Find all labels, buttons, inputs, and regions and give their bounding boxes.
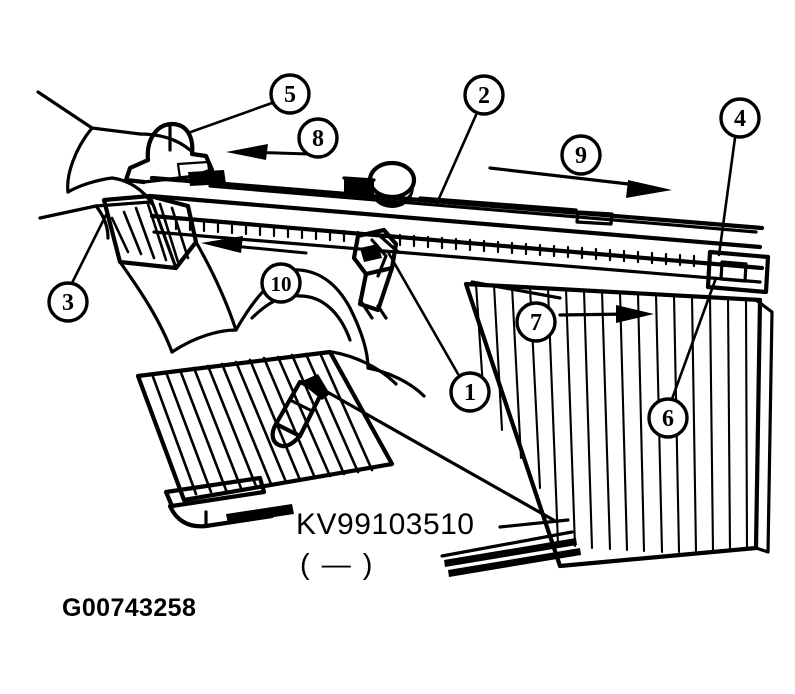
center-slider-clamp — [351, 227, 400, 320]
tool-part-number-label: KV99103510 — [296, 508, 475, 541]
callout-6[interactable]: 6 — [647, 397, 689, 439]
radiator-core-left-fins — [150, 351, 374, 496]
tool-part-suffix-label: ( — ) — [300, 549, 374, 581]
leader-3 — [70, 213, 108, 285]
arrow-7-right — [558, 305, 654, 323]
callout-10-label: 10 — [271, 272, 292, 296]
leader-1 — [386, 250, 460, 376]
callout-1-label: 1 — [464, 380, 476, 406]
callout-7[interactable]: 7 — [515, 301, 557, 343]
leader-4 — [717, 136, 737, 257]
callout-4[interactable]: 4 — [719, 97, 761, 139]
callout-2[interactable]: 2 — [463, 74, 505, 116]
part-number-pointers — [320, 387, 581, 577]
blade-tool-tip — [270, 374, 330, 449]
rail-round-knob — [342, 160, 417, 208]
arrow-8-left — [226, 144, 311, 160]
arrow-9-right — [488, 166, 672, 198]
leader-2 — [435, 113, 478, 205]
callout-3[interactable]: 3 — [47, 281, 89, 323]
callout-5[interactable]: 5 — [269, 73, 311, 115]
left-shroud-outline — [36, 90, 192, 240]
callout-8[interactable]: 8 — [297, 117, 339, 159]
radiator-core-right-edge — [754, 298, 774, 554]
callout-9-label: 9 — [575, 143, 587, 169]
upper-hook-clamp — [123, 121, 226, 186]
direction-arrows-group — [201, 144, 672, 323]
callouts-group: 1 2 3 4 5 6 7 — [47, 73, 761, 439]
core-right-contour — [330, 350, 426, 398]
arrow-10-left — [201, 236, 308, 255]
figure-id-label: G00743258 — [62, 594, 196, 622]
callout-10[interactable]: 10 — [260, 262, 302, 304]
leader-5 — [186, 101, 274, 135]
callout-3-label: 3 — [62, 290, 74, 316]
callout-7-label: 7 — [530, 310, 542, 336]
callout-2-label: 2 — [478, 83, 490, 109]
callout-6-label: 6 — [662, 406, 674, 432]
leader-6 — [670, 276, 718, 401]
callout-8-label: 8 — [312, 126, 324, 152]
arrow-7-leader — [470, 280, 562, 300]
callout-9[interactable]: 9 — [560, 134, 602, 176]
callout-leader-lines — [70, 101, 737, 401]
callout-1[interactable]: 1 — [449, 371, 491, 413]
callout-5-label: 5 — [284, 82, 296, 108]
lower-left-bracket — [163, 475, 294, 529]
callout-4-label: 4 — [734, 106, 746, 132]
